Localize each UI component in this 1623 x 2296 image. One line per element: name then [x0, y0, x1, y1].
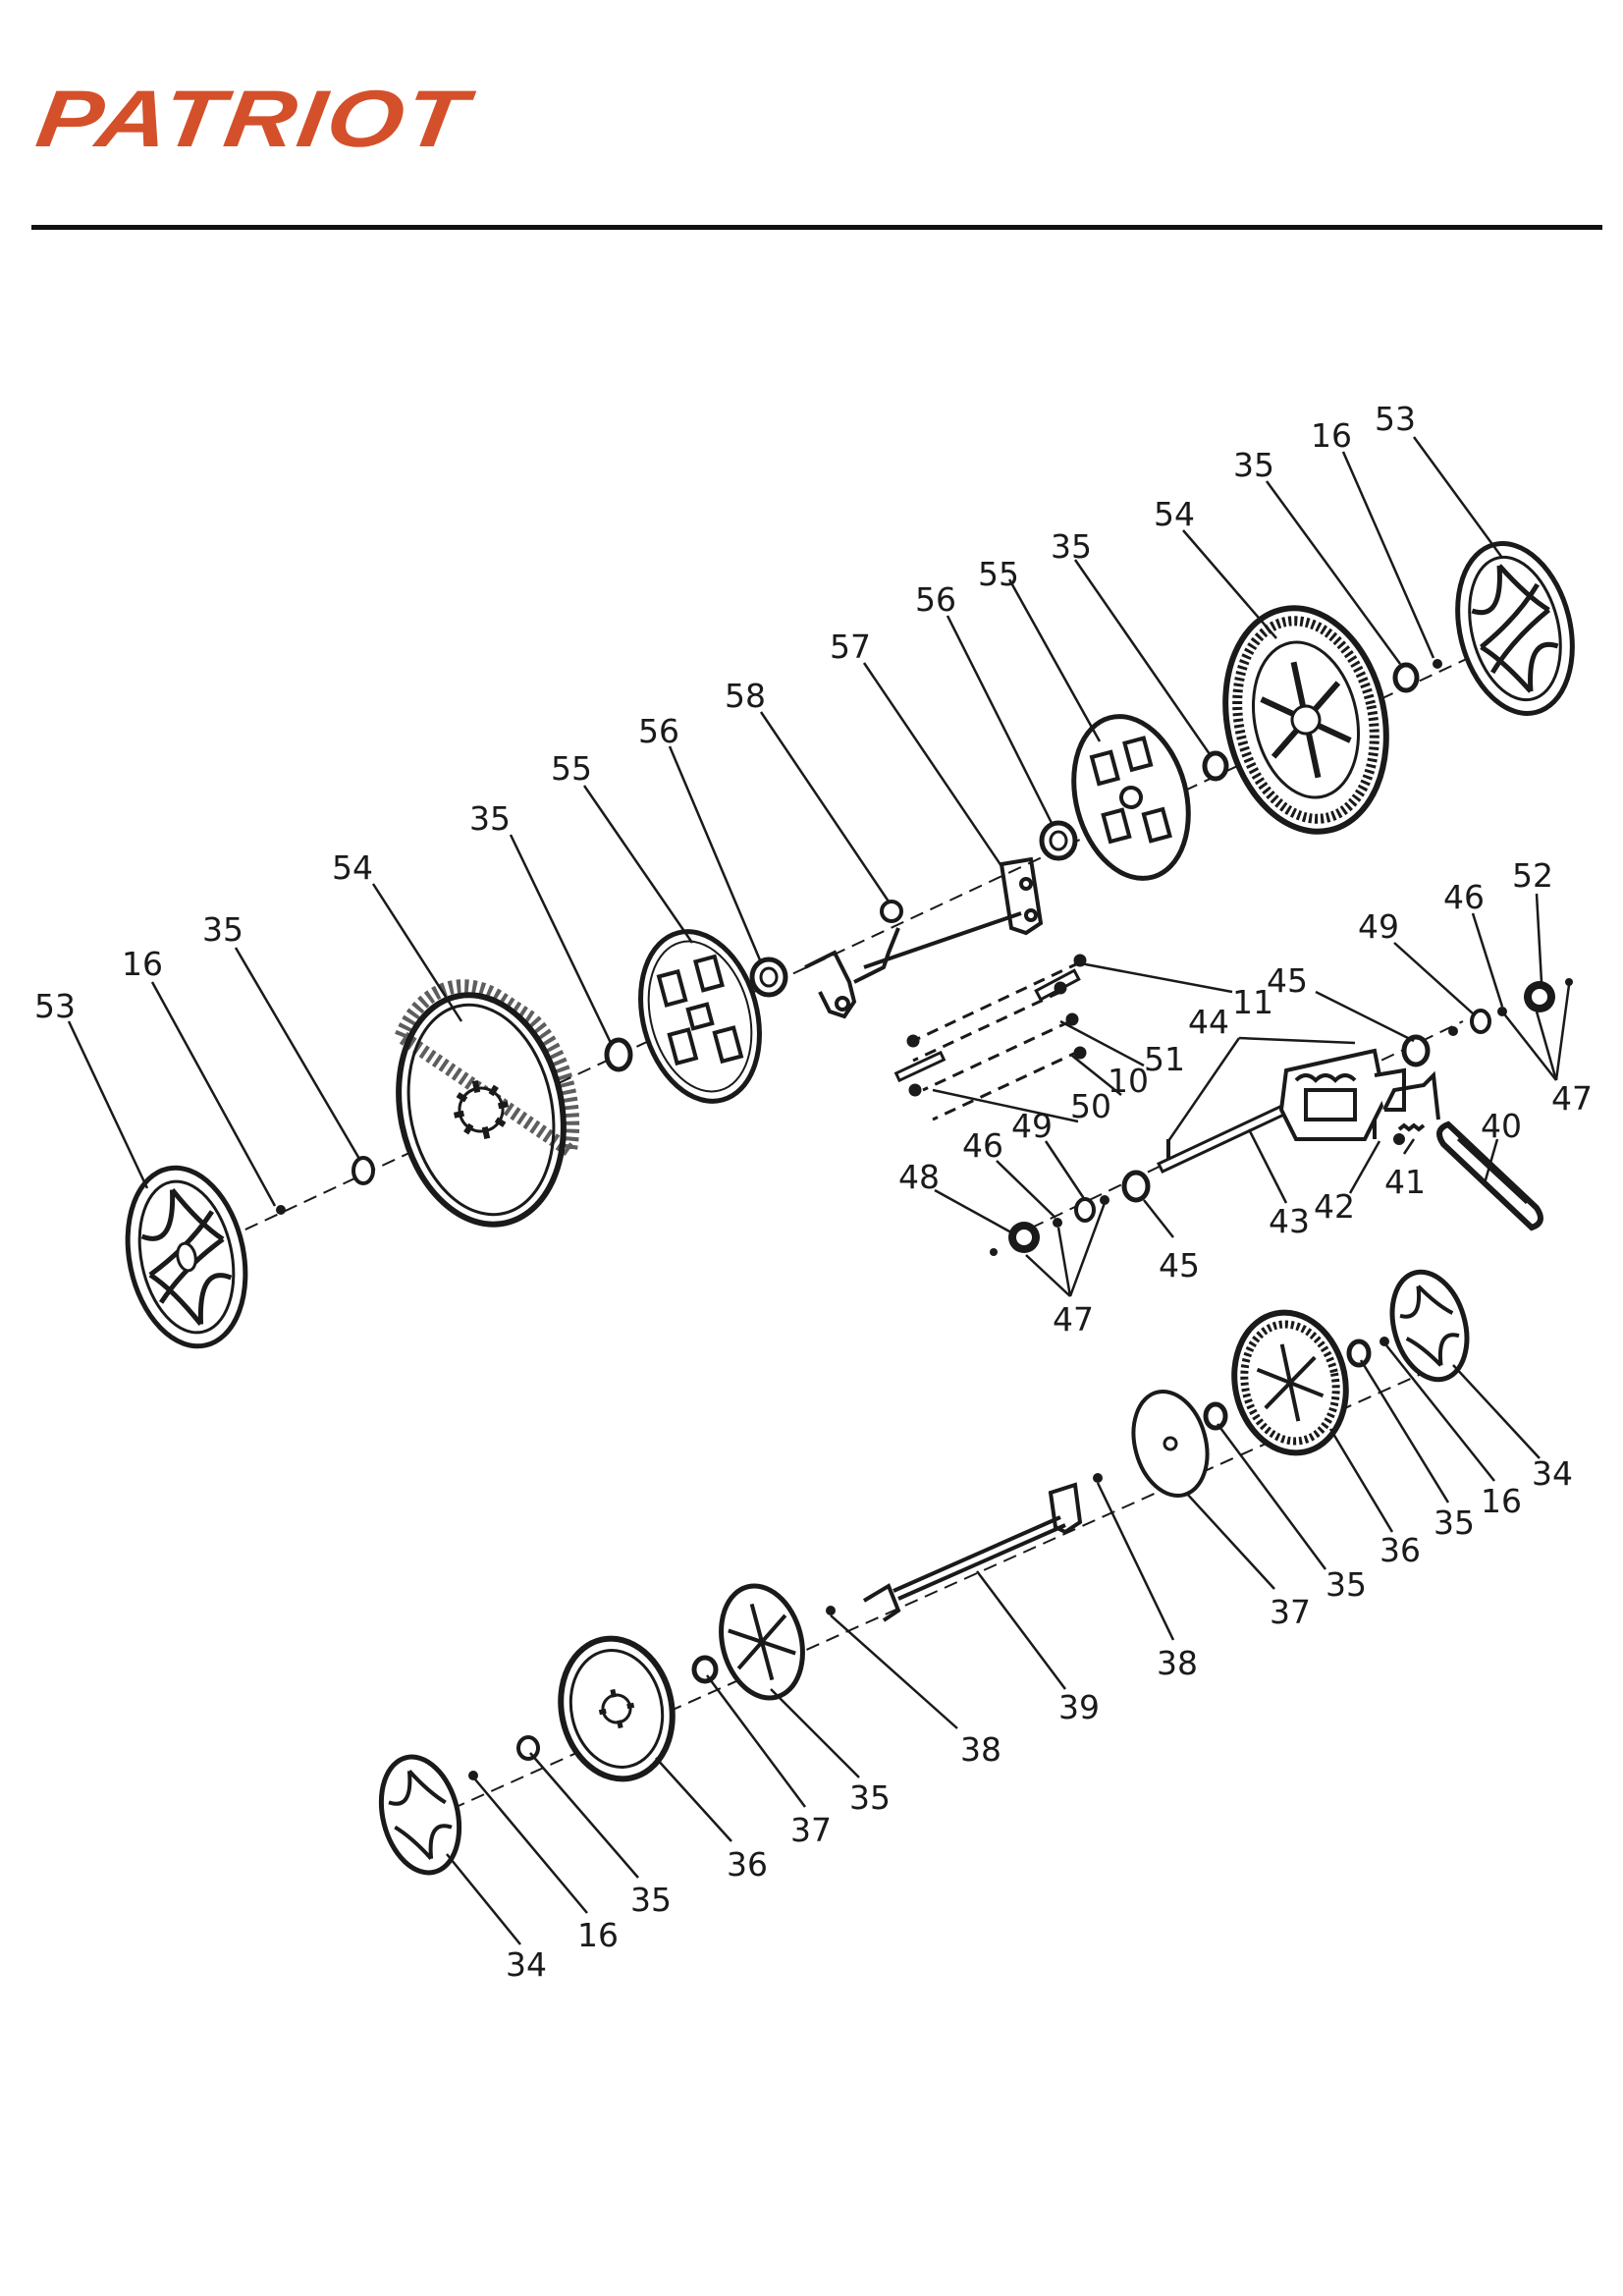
- pin-part: [1053, 1218, 1062, 1228]
- hubcap-part: [1389, 1269, 1470, 1383]
- spacer-part: [749, 957, 788, 998]
- washer-part: [276, 1205, 286, 1215]
- pulley-disc-part: [719, 1583, 805, 1701]
- washer-part: [1433, 659, 1442, 669]
- wheel-part: [1222, 605, 1389, 835]
- callout-label: 55: [551, 749, 592, 788]
- callout-label: 56: [638, 712, 679, 750]
- callout-label: 47: [1551, 1079, 1593, 1118]
- callout-label: 35: [1233, 446, 1274, 484]
- callout-label: 11: [1232, 983, 1273, 1021]
- callout-label: 38: [960, 1730, 1001, 1769]
- drive-belt-part: [1436, 1121, 1543, 1231]
- pinion-gear-part: [1524, 981, 1555, 1012]
- hubcap-part: [125, 1165, 248, 1349]
- wheel-part: [1231, 1309, 1349, 1456]
- callout-label: 43: [1269, 1202, 1310, 1240]
- callout-label: 34: [506, 1945, 547, 1984]
- washer-part: [826, 1606, 836, 1615]
- callout-label: 52: [1512, 856, 1553, 895]
- callout-label: 35: [469, 799, 511, 838]
- callout-label: 39: [1058, 1688, 1100, 1726]
- bearing-part: [516, 1735, 540, 1761]
- callout-label: 51: [1144, 1040, 1185, 1078]
- callout-label: 35: [1325, 1565, 1367, 1604]
- bearing-part: [1470, 1009, 1491, 1034]
- callout-label: 49: [1358, 907, 1399, 946]
- axle-part: [862, 1482, 1083, 1622]
- callout-label: 54: [332, 848, 373, 887]
- spacer-part: [1039, 820, 1078, 861]
- washer-part: [1380, 1337, 1389, 1346]
- callout-label: 37: [790, 1811, 832, 1849]
- callout-labels: 53 16 35 54 35 55 56 58 57 56 55 35 54 3…: [34, 400, 1593, 1984]
- callout-label: 38: [1157, 1644, 1198, 1682]
- pulley-disc-part: [1071, 714, 1191, 881]
- callout-label: 50: [1070, 1087, 1111, 1125]
- washer-part: [468, 1771, 478, 1780]
- gearbox-part: [1278, 1048, 1406, 1141]
- callout-label: 53: [34, 987, 76, 1025]
- callout-label: 37: [1270, 1593, 1311, 1631]
- bearing-part: [604, 1037, 633, 1072]
- callout-label: 55: [978, 555, 1019, 593]
- bearing-part: [691, 1655, 719, 1684]
- pulley-disc-part: [1131, 1390, 1210, 1498]
- lever-bracket-part: [804, 856, 1044, 1019]
- pulley-disc-part: [638, 929, 762, 1104]
- callout-label: 54: [1154, 495, 1195, 533]
- callout-label: 56: [915, 580, 956, 619]
- hubcap-part: [1455, 541, 1575, 716]
- callout-label: 48: [898, 1158, 940, 1196]
- callout-label: 35: [630, 1881, 672, 1919]
- callout-label: 35: [849, 1778, 891, 1817]
- callout-label: 53: [1375, 400, 1416, 438]
- callout-label: 45: [1159, 1246, 1200, 1285]
- washer-part: [1100, 1195, 1109, 1205]
- callout-label: 41: [1384, 1163, 1426, 1201]
- header-rule: [31, 225, 1602, 230]
- callout-label: 16: [1481, 1482, 1522, 1520]
- callout-label: 34: [1532, 1454, 1573, 1493]
- callout-label: 35: [1051, 527, 1092, 566]
- callout-label: 45: [1267, 961, 1308, 1000]
- wheel-part: [393, 979, 580, 1228]
- washer-part: [1093, 1473, 1103, 1483]
- pinion-gear-part: [1008, 1222, 1040, 1253]
- callout-label: 36: [727, 1845, 768, 1884]
- wheel-part: [558, 1635, 676, 1782]
- callout-label: 49: [1011, 1107, 1053, 1145]
- bearing-part: [352, 1156, 375, 1185]
- callout-label: 46: [1443, 878, 1485, 916]
- callout-label: 16: [1311, 416, 1352, 455]
- hubcap-part: [378, 1754, 462, 1876]
- leader-lines: [67, 436, 1571, 1945]
- bearing-part: [1203, 1401, 1228, 1431]
- bearing-part: [1202, 750, 1229, 782]
- bushing-part: [1121, 1170, 1151, 1203]
- washer-part: [1448, 1026, 1458, 1036]
- gear-cover-bolts: [893, 954, 1087, 1121]
- callout-label: 35: [202, 910, 243, 949]
- bearing-part: [1392, 662, 1420, 693]
- callout-label: 16: [577, 1916, 619, 1954]
- callout-label: 58: [725, 677, 766, 715]
- callout-label: 57: [830, 628, 871, 666]
- bearing-part: [1346, 1339, 1372, 1368]
- callout-label: 36: [1380, 1531, 1421, 1569]
- callout-label: 46: [962, 1126, 1003, 1165]
- callout-label: 42: [1314, 1187, 1355, 1226]
- bushing-part: [1401, 1034, 1431, 1067]
- callout-label: 47: [1053, 1300, 1094, 1339]
- callout-label: 44: [1188, 1003, 1229, 1041]
- bearing-part: [1074, 1197, 1096, 1223]
- callout-label: 35: [1434, 1503, 1475, 1542]
- clutch-bracket-part: [1373, 1070, 1440, 1145]
- callout-label: 10: [1108, 1062, 1149, 1100]
- callout-label: 16: [122, 945, 163, 983]
- callout-label: 40: [1481, 1107, 1522, 1145]
